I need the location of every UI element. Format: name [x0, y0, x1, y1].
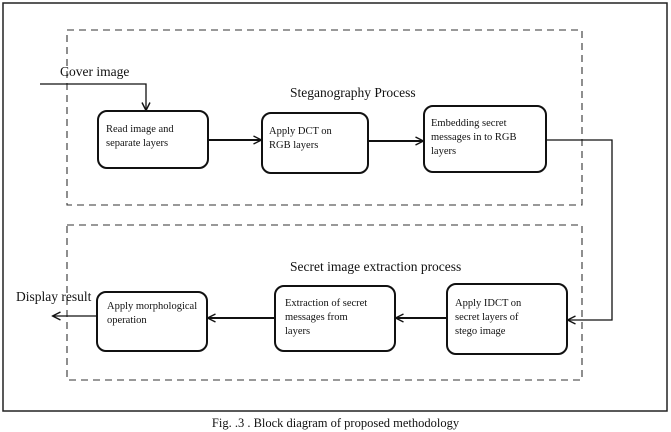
apply-dct-text: Apply DCT on RGB layers: [269, 126, 334, 151]
figure-caption: Fig. .3 . Block diagram of proposed meth…: [212, 416, 460, 430]
extraction-process-title: Secret image extraction process: [290, 259, 461, 274]
display-result-label: Display result: [16, 289, 92, 304]
apply-idct-text: Apply IDCT on secret layers of stego ima…: [455, 298, 524, 337]
cover-image-arrow: [40, 83, 146, 110]
arrow-embed-to-idct: [546, 139, 613, 320]
read-image-text: Read image and separate layers: [106, 124, 176, 149]
cover-image-label: Cover image: [60, 64, 129, 79]
morphological-text: Apply morphological operation: [107, 301, 200, 326]
extraction-group: [66, 224, 583, 381]
embedding-text: Embedding secret messages in to RGB laye…: [431, 118, 519, 157]
extraction-text: Extraction of secret messages from layer…: [285, 298, 370, 337]
steganography-process-title: Steganography Process: [290, 85, 416, 100]
steganography-group: [66, 29, 583, 206]
outer-frame: [2, 2, 668, 412]
